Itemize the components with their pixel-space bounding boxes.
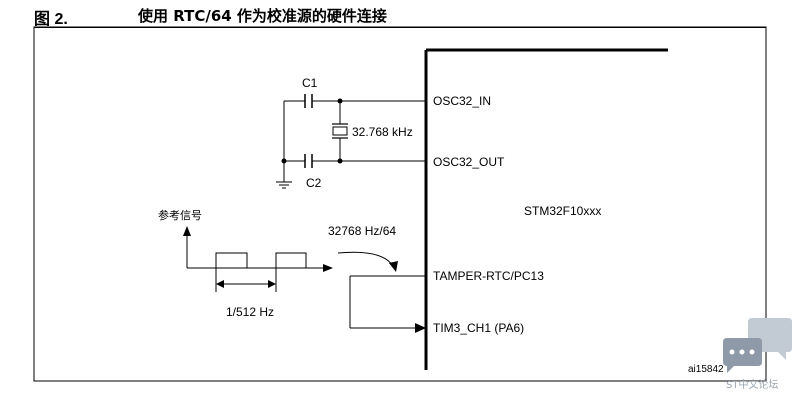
period-dimension: [215, 268, 277, 292]
curved-arrow: [337, 251, 394, 267]
pin-osc32-out: OSC32_OUT: [433, 155, 505, 169]
crystal-freq-label: 32.768 kHz: [352, 125, 413, 139]
ground-junction: [281, 158, 287, 164]
chip-name: STM32F10xxx: [524, 204, 601, 218]
output-frequency-label: 32768 Hz/64: [328, 224, 396, 238]
reference-signal-label: 参考信号: [158, 208, 202, 222]
figure-frame: [33, 26, 767, 382]
chat-bubble-front-icon: [723, 338, 762, 373]
c2-branch: [284, 154, 426, 168]
figure-id: ai15842: [688, 364, 724, 375]
pin-tim3-ch1: TIM3_CH1 (PA6): [433, 321, 524, 335]
forum-watermark: ST中文论坛: [723, 318, 792, 391]
c1-label: C1: [302, 76, 318, 90]
c2-label: C2: [306, 176, 322, 190]
c1-branch: [284, 94, 426, 108]
dimension-arrow-left-icon: [216, 280, 224, 288]
watermark-text: ST中文论坛: [726, 378, 778, 391]
dimension-arrow-right-icon: [268, 280, 276, 288]
loopback-arrow-icon: [415, 323, 426, 333]
period-label: 1/512 Hz: [226, 305, 274, 319]
pin-tamper-rtc: TAMPER-RTC/PC13: [433, 269, 544, 283]
loopback-connection: [349, 275, 426, 333]
figure-number: 图 2.: [34, 11, 68, 28]
x-axis-arrow-icon: [323, 264, 333, 272]
square-wave: [215, 252, 307, 269]
reference-signal-axes: [183, 226, 333, 272]
pin-osc32-in: OSC32_IN: [433, 94, 491, 108]
curved-arrow-head-icon: [389, 261, 398, 272]
ground-icon: [276, 181, 292, 189]
figure-title: 使用 RTC/64 作为校准源的硬件连接: [138, 7, 387, 25]
y-axis-arrow-icon: [183, 226, 191, 236]
crystal-icon: [332, 101, 348, 161]
